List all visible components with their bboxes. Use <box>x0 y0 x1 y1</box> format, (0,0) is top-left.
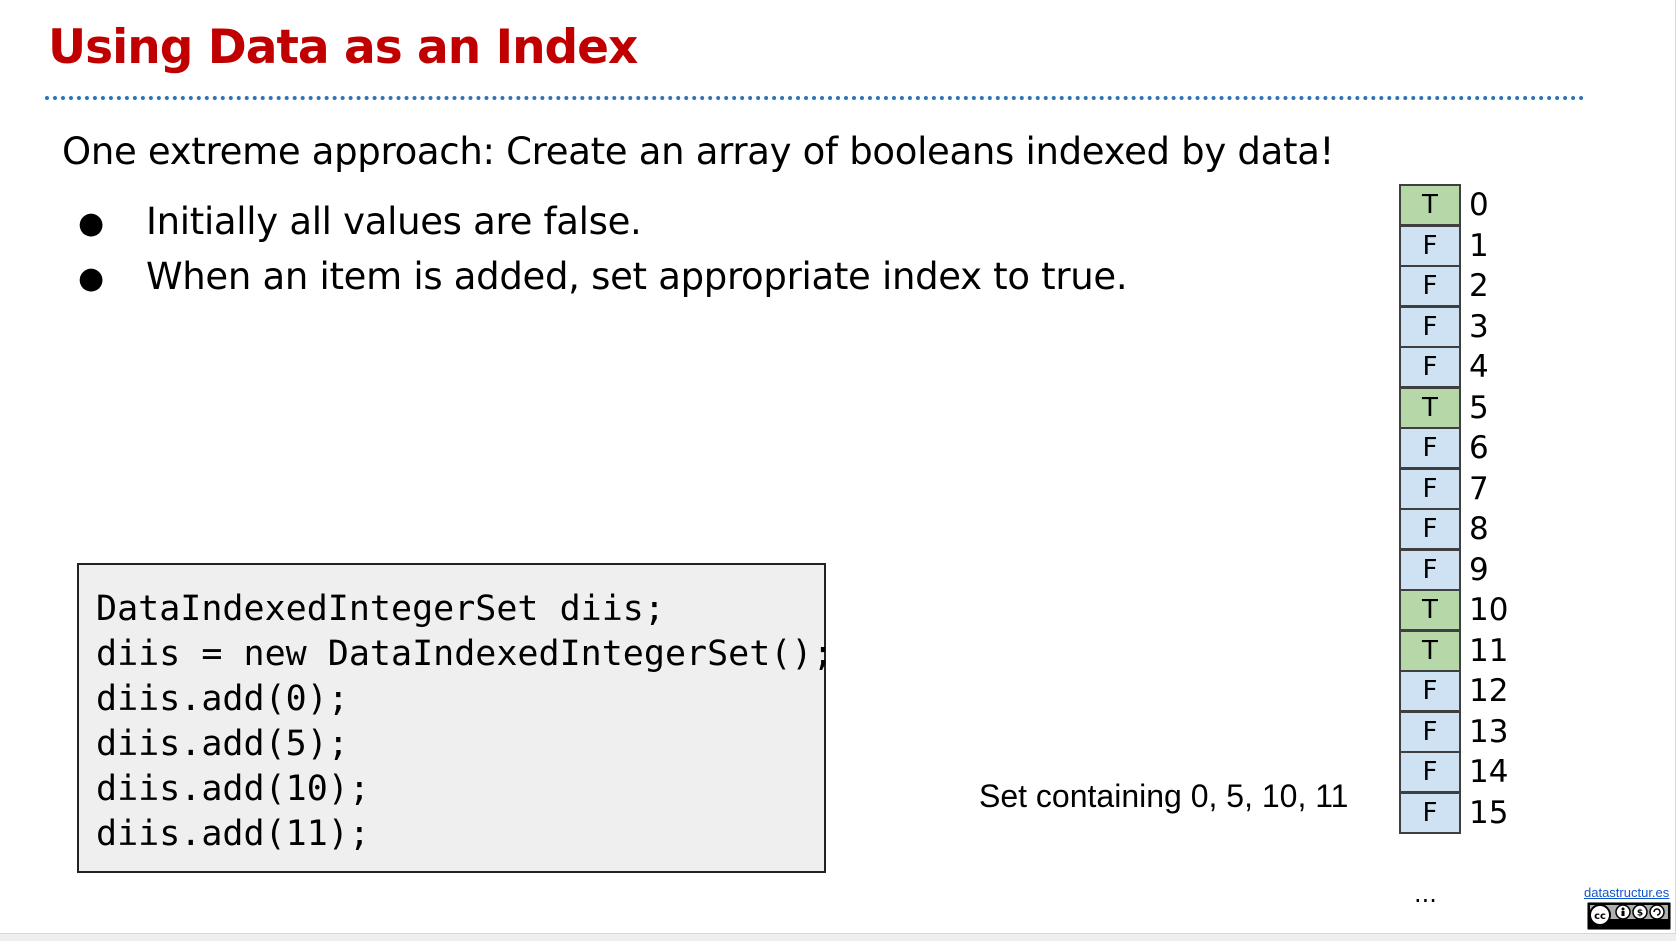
svg-text:$: $ <box>1637 909 1643 919</box>
bullet-text-2: When an item is added, set appropriate i… <box>146 255 1128 298</box>
code-line: diis.add(5); <box>96 724 349 764</box>
code-line: diis.add(11); <box>96 814 370 854</box>
array-index-label: 13 <box>1469 714 1509 750</box>
code-line: DataIndexedIntegerSet diis; <box>96 589 665 629</box>
svg-text:cc: cc <box>1594 911 1606 922</box>
title-divider <box>45 96 1585 100</box>
code-line: diis = new DataIndexedIntegerSet(); <box>96 634 834 674</box>
array-index-label: 7 <box>1469 471 1489 507</box>
false-cell: F <box>1399 508 1461 550</box>
bullet-marker: ● <box>78 206 104 241</box>
false-cell: F <box>1399 670 1461 712</box>
false-cell: F <box>1399 751 1461 793</box>
array-index-label: 10 <box>1469 592 1509 628</box>
set-caption: Set containing 0, 5, 10, 11 <box>979 778 1349 814</box>
false-cell: F <box>1399 711 1461 753</box>
code-line: diis.add(10); <box>96 769 370 809</box>
array-index-label: 5 <box>1469 390 1489 426</box>
false-cell: F <box>1399 265 1461 307</box>
code-block: DataIndexedIntegerSet diis; diis = new D… <box>77 563 834 873</box>
true-cell: T <box>1399 589 1461 631</box>
false-cell: F <box>1399 468 1461 510</box>
true-cell: T <box>1399 184 1461 226</box>
array-index-label: 15 <box>1469 795 1509 831</box>
bullet-item-1: ● Initially all values are false. <box>78 200 642 243</box>
array-index-label: 1 <box>1469 228 1489 264</box>
array-index-label: 9 <box>1469 552 1489 588</box>
false-cell: F <box>1399 346 1461 388</box>
intro-text: One extreme approach: Create an array of… <box>62 130 1335 173</box>
false-cell: F <box>1399 306 1461 348</box>
slide-title: Using Data as an Index <box>48 20 638 75</box>
false-cell: F <box>1399 792 1461 834</box>
cc-by-nc-sa-icon: cc $ <box>1587 902 1671 930</box>
array-index-label: 6 <box>1469 430 1489 466</box>
credit-link[interactable]: datastructur.es <box>1584 885 1670 900</box>
true-cell: T <box>1399 387 1461 429</box>
true-cell: T <box>1399 630 1461 672</box>
bullet-text-1: Initially all values are false. <box>146 200 642 243</box>
false-cell: F <box>1399 549 1461 591</box>
array-index-label: 12 <box>1469 673 1509 709</box>
bullet-marker: ● <box>78 261 104 296</box>
array-index-label: 2 <box>1469 268 1489 304</box>
false-cell: F <box>1399 225 1461 267</box>
array-index-label: 14 <box>1469 754 1509 790</box>
array-index-label: 8 <box>1469 511 1489 547</box>
false-cell: F <box>1399 427 1461 469</box>
array-index-label: 0 <box>1469 187 1489 223</box>
bullet-item-2: ● When an item is added, set appropriate … <box>78 255 1128 298</box>
array-index-label: 11 <box>1469 633 1509 669</box>
array-index-label: 3 <box>1469 309 1489 345</box>
code-line: diis.add(0); <box>96 679 349 719</box>
array-ellipsis: ... <box>1414 880 1437 908</box>
array-index-label: 4 <box>1469 349 1489 385</box>
